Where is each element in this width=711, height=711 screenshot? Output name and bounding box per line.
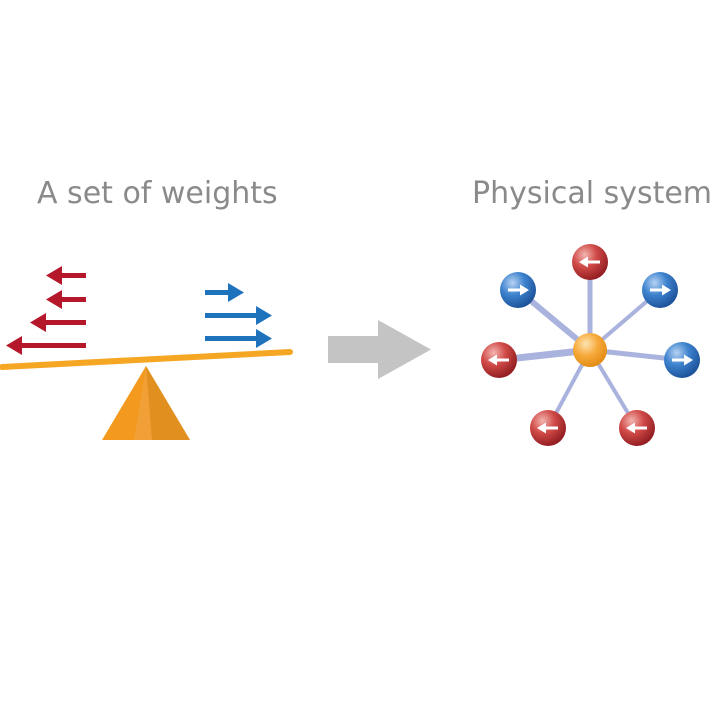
node-center xyxy=(573,333,607,367)
left-arrow-icon xyxy=(626,422,647,434)
right-arrow-icon xyxy=(508,284,529,296)
red-arrow-2 xyxy=(46,290,86,309)
fulcrum-shadow xyxy=(146,366,190,440)
node-right xyxy=(664,342,700,378)
balance-beam xyxy=(0,349,293,370)
node-top xyxy=(572,244,608,280)
blue-arrow-1 xyxy=(205,283,244,302)
node-left xyxy=(481,342,517,378)
node-bottom-right xyxy=(619,410,655,446)
red-arrow-4 xyxy=(6,336,86,355)
weights-title: A set of weights xyxy=(37,176,278,211)
blue-arrow-3 xyxy=(205,329,272,348)
node-bottom-left xyxy=(530,410,566,446)
balance xyxy=(0,349,293,440)
left-arrow-icon xyxy=(537,422,558,434)
network-nodes xyxy=(481,244,700,446)
right-weight-arrows xyxy=(205,283,272,348)
node-top-right xyxy=(642,272,678,308)
transition-arrow xyxy=(328,320,431,379)
right-arrow-icon xyxy=(650,284,671,296)
red-arrow-1 xyxy=(46,266,86,285)
left-weight-arrows xyxy=(6,266,86,355)
right-arrow-icon xyxy=(672,354,693,366)
red-arrow-3 xyxy=(30,313,86,332)
physical-system-title: Physical system xyxy=(472,176,711,211)
node-top-left xyxy=(500,272,536,308)
left-arrow-icon xyxy=(579,256,600,268)
left-arrow-icon xyxy=(488,354,509,366)
blue-arrow-2 xyxy=(205,306,272,325)
